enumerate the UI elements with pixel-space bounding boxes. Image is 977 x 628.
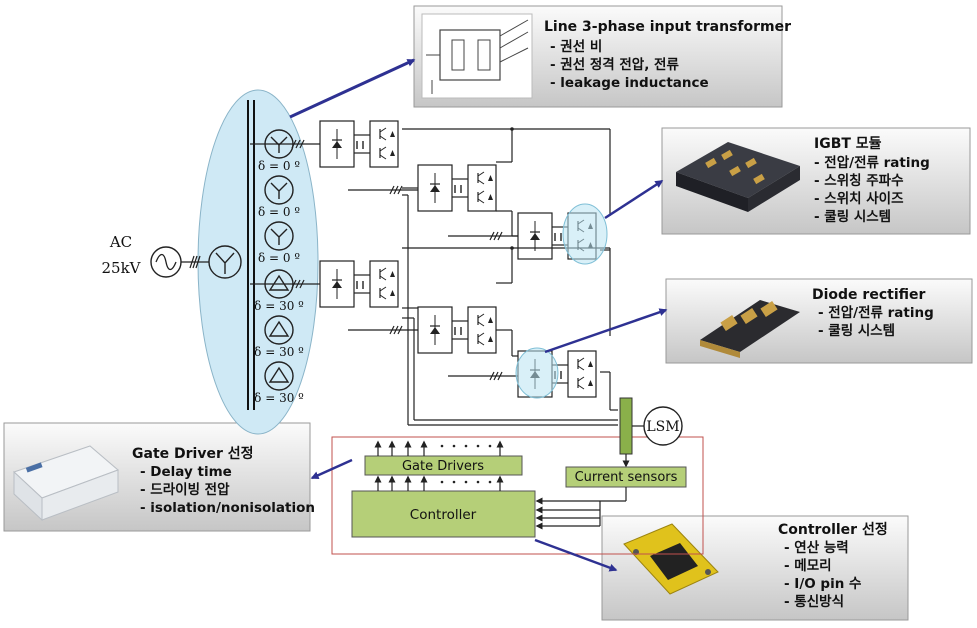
controller-callout-item: - 메모리 bbox=[784, 558, 832, 574]
igbt-highlight bbox=[562, 203, 608, 265]
current-sensors-label: Current sensors bbox=[575, 470, 678, 485]
ac-source: AC 25kV bbox=[101, 233, 209, 278]
wye-icon bbox=[270, 182, 288, 199]
gate-driver-callout-title: Gate Driver 선정 bbox=[132, 445, 253, 462]
sine-icon bbox=[155, 253, 177, 271]
diode-icon bbox=[332, 141, 342, 148]
igbt-inverter-block bbox=[467, 306, 497, 354]
power-cell bbox=[250, 120, 399, 168]
transformer-callout-title: Line 3-phase input transformer bbox=[544, 19, 791, 35]
wye-icon bbox=[270, 136, 288, 153]
controller-label: Controller bbox=[410, 507, 477, 523]
phase-angle-label: δ = 0 º bbox=[258, 159, 300, 173]
secondary-winding: δ = 30 º bbox=[254, 361, 304, 405]
igbt-callout-item: - 스위칭 주파수 bbox=[814, 173, 904, 189]
diode-callout-title: Diode rectifier bbox=[812, 287, 925, 303]
control-frame bbox=[331, 436, 704, 555]
controller-callout-item: - I/O pin 수 bbox=[784, 576, 861, 592]
igbt-inverter-block bbox=[369, 260, 399, 308]
delta-icon bbox=[268, 366, 290, 383]
phase-angle-label: δ = 30 º bbox=[254, 391, 304, 405]
wye-icon bbox=[270, 228, 288, 245]
igbt-callout-item: - 쿨링 시스템 bbox=[814, 208, 891, 225]
lsm-motor bbox=[643, 406, 683, 446]
diode-icon bbox=[430, 185, 440, 192]
igbt-callout-item: - 전압/전류 rating bbox=[814, 154, 930, 171]
igbt-callout: IGBT 모듈 - 전압/전류 rating - 스위칭 주파수 - 스위치 사… bbox=[661, 127, 971, 235]
diode-callout: Diode rectifier - 전압/전류 rating - 쿨링 시스템 bbox=[665, 278, 973, 364]
delta-icon bbox=[268, 320, 290, 337]
igbt-callout-item: - 스위치 사이즈 bbox=[814, 190, 904, 207]
secondary-windings: δ = 0 º δ = 0 º δ = 0 º δ = 30 º δ = 30 º δ =… bbox=[254, 129, 304, 405]
delta-icon bbox=[268, 274, 290, 291]
diode-pointer-arrow bbox=[544, 308, 668, 354]
controller-callout-item: - 연산 능력 bbox=[784, 539, 849, 556]
phase-angle-label: δ = 0 º bbox=[258, 251, 300, 265]
lsm-label: LSM bbox=[646, 419, 679, 435]
gate-drivers-block bbox=[364, 455, 523, 476]
phase-angle-label: δ = 0 º bbox=[258, 205, 300, 219]
diode-highlight bbox=[515, 347, 559, 399]
secondary-winding: δ = 0 º bbox=[258, 175, 300, 219]
controller-callout-title: Controller 선정 bbox=[778, 521, 888, 538]
igbt-callout-title: IGBT 모듈 bbox=[814, 136, 882, 152]
diode-module-photo bbox=[700, 300, 800, 358]
wye-icon bbox=[215, 252, 235, 274]
gate-driver-callout-item: - Delay time bbox=[140, 464, 232, 480]
igbt-module-photo bbox=[676, 142, 800, 212]
gate-driver-photo bbox=[13, 445, 119, 522]
gate-drivers-label: Gate Drivers bbox=[402, 459, 484, 474]
control-signal-arrows bbox=[374, 440, 627, 530]
transformer-callout: Line 3-phase input transformer - 권선 비 - … bbox=[413, 5, 791, 108]
diode-rectifier-block bbox=[319, 260, 355, 308]
secondary-winding: δ = 0 º bbox=[258, 221, 300, 265]
controller-pointer-arrow bbox=[534, 538, 618, 572]
igbt-inverter-block bbox=[369, 120, 399, 168]
power-cell bbox=[348, 164, 497, 212]
gate-driver-callout-item: - isolation/nonisolation bbox=[140, 500, 315, 516]
voltage-label: 25kV bbox=[101, 259, 141, 277]
controller-callout: Controller 선정 - 연산 능력 - 메모리 - I/O pin 수 … bbox=[601, 515, 909, 621]
transformer-pointer-arrow bbox=[289, 58, 416, 119]
transformer-callout-item: - 권선 정격 전압, 전류 bbox=[550, 56, 679, 73]
diode-callout-item: - 전압/전류 rating bbox=[818, 304, 934, 321]
igbt-inverter-block bbox=[467, 164, 497, 212]
controller-callout-item: - 통신방식 bbox=[784, 593, 844, 610]
diode-icon bbox=[530, 233, 540, 240]
gate-driver-callout: Gate Driver 선정 - Delay time - 드라이빙 전압 - … bbox=[3, 422, 315, 532]
phase-angle-label: δ = 30 º bbox=[254, 299, 304, 313]
igbt-pointer-arrow bbox=[604, 179, 664, 220]
power-cell bbox=[250, 260, 399, 308]
diode-rectifier-block bbox=[517, 212, 553, 260]
igbt-inverter-block bbox=[567, 350, 597, 398]
gate-driver-pointer-arrow bbox=[310, 458, 353, 480]
diode-callout-item: - 쿨링 시스템 bbox=[818, 322, 895, 339]
current-sensor-core bbox=[619, 397, 633, 455]
ac-label: AC bbox=[109, 233, 132, 251]
gate-driver-callout-item: - 드라이빙 전압 bbox=[140, 481, 230, 498]
transformer-thumbnail bbox=[421, 13, 533, 99]
diode-icon bbox=[430, 327, 440, 334]
diode-icon bbox=[332, 281, 342, 288]
transformer-callout-item: - leakage inductance bbox=[550, 75, 709, 91]
secondary-winding: δ = 30 º bbox=[254, 315, 304, 359]
transformer-callout-item: - 권선 비 bbox=[550, 39, 602, 55]
phase-angle-label: δ = 30 º bbox=[254, 345, 304, 359]
power-cell bbox=[348, 306, 497, 354]
controller-block bbox=[351, 490, 536, 538]
